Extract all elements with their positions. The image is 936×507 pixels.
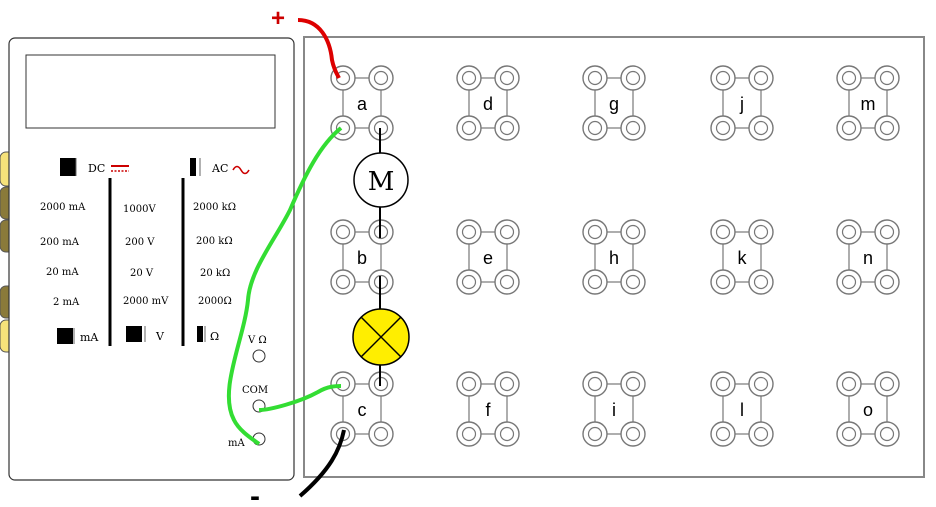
terminal-minus: - [250, 480, 260, 507]
dc-label: DC [88, 162, 105, 175]
node-i[interactable]: i [582, 371, 646, 447]
range-ohm-3[interactable]: 2000Ω [198, 296, 232, 307]
ma-switch[interactable] [57, 328, 73, 344]
ohm-switch[interactable] [197, 326, 203, 342]
socket-v-ohm[interactable] [252, 349, 266, 363]
node-l[interactable]: l [710, 371, 774, 447]
range-v-3[interactable]: 2000 mV [123, 296, 169, 307]
node-grid: a b c d e f g h i j k l m n o [330, 65, 900, 447]
ma-mode-label: mA [80, 331, 99, 344]
node-label-n: n [863, 248, 873, 268]
node-label-k: k [738, 248, 748, 268]
socket-com-label: COM [242, 385, 268, 396]
node-label-a: a [357, 94, 368, 114]
v-mode-label: V [155, 330, 165, 343]
terminal-plus: + [271, 5, 285, 32]
node-f[interactable]: f [456, 371, 520, 447]
node-label-b: b [357, 248, 367, 268]
node-label-e: e [483, 248, 493, 268]
wire-meter-ma [226, 126, 343, 446]
node-label-f: f [485, 400, 491, 420]
node-n[interactable]: n [836, 219, 900, 295]
node-j[interactable]: j [710, 65, 774, 141]
motor[interactable]: M [353, 152, 409, 208]
range-v-0[interactable]: 1000V [123, 204, 156, 215]
motor-label: M [368, 167, 395, 197]
wire-meter-com [258, 384, 342, 412]
node-g[interactable]: g [582, 65, 646, 141]
node-label-o: o [863, 400, 873, 420]
socket-v-ohm-label: V Ω [247, 335, 267, 346]
node-m[interactable]: m [836, 65, 900, 141]
node-label-d: d [483, 94, 493, 114]
range-ohm-1[interactable]: 200 kΩ [196, 236, 233, 247]
range-ohm-2[interactable]: 20 kΩ [200, 268, 230, 279]
range-ma-2[interactable]: 20 mA [46, 267, 79, 278]
range-ma-3[interactable]: 2 mA [53, 297, 80, 308]
range-ma-0[interactable]: 2000 mA [40, 202, 86, 213]
node-label-h: h [609, 248, 619, 268]
ohm-mode-label: Ω [210, 330, 219, 343]
range-v-2[interactable]: 20 V [130, 268, 154, 279]
wire-positive [297, 18, 341, 79]
range-ma-1[interactable]: 200 mA [40, 237, 80, 248]
ac-switch[interactable] [190, 158, 196, 176]
node-label-l: l [740, 400, 744, 420]
range-ohm-0[interactable]: 2000 kΩ [193, 202, 236, 213]
node-e[interactable]: e [456, 219, 520, 295]
multimeter-body [8, 37, 295, 481]
node-label-c: c [358, 400, 367, 420]
node-o[interactable]: o [836, 371, 900, 447]
node-d[interactable]: d [456, 65, 520, 141]
v-switch[interactable] [126, 326, 142, 342]
multimeter: DC AC 2000 mA 200 mA 20 mA 2 mA 1000V 20… [0, 37, 295, 481]
lamp[interactable] [352, 308, 410, 366]
node-label-i: i [612, 400, 616, 420]
node-label-j: j [739, 94, 744, 114]
node-k[interactable]: k [710, 219, 774, 295]
node-label-g: g [609, 94, 619, 114]
ac-symbol-icon [232, 165, 250, 175]
lcd-display [25, 54, 276, 129]
node-label-m: m [861, 94, 876, 114]
dc-symbol-icon [111, 165, 129, 172]
node-h[interactable]: h [582, 219, 646, 295]
ac-label: AC [211, 162, 228, 175]
dc-switch[interactable] [60, 158, 76, 176]
wire-negative [298, 429, 346, 498]
socket-ma-label: mA [228, 438, 245, 449]
breadboard [303, 36, 925, 478]
range-v-1[interactable]: 200 V [125, 237, 155, 248]
